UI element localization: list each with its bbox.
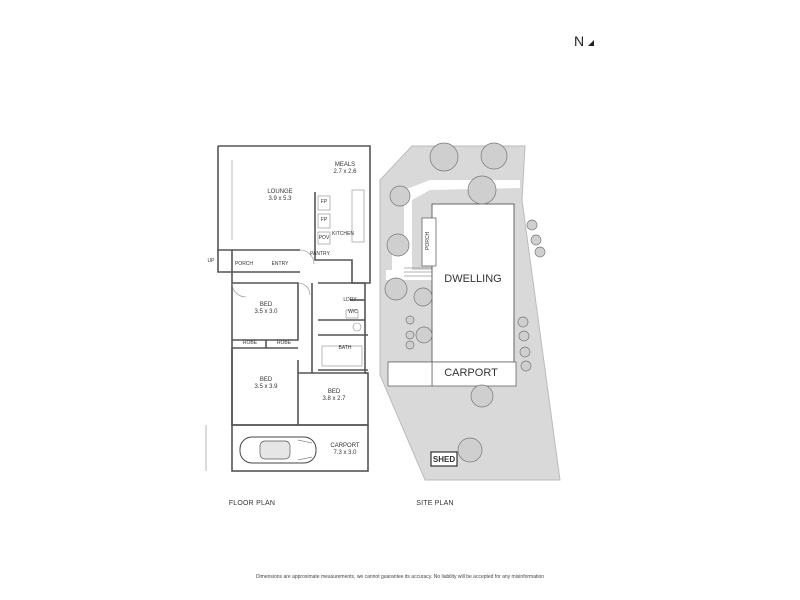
dwelling-outline [431,203,515,363]
trees [384,142,546,463]
tree-icon [457,437,483,463]
tree-icon [389,185,411,207]
north-arrow-icon [588,40,594,46]
room-carport: CARPORT 7.3 x 3.0 [323,443,367,457]
room-robe2-name: ROBE [276,340,292,346]
kitchen-bench [351,189,365,243]
driveway-path [392,180,520,270]
disclaimer-text: Dimensions are approximate measurements,… [255,574,545,580]
site-shed-label: SHED [432,455,456,464]
car-icon [239,436,317,464]
porch-wall [217,250,232,273]
site-dwelling-label: DWELLING [444,273,502,285]
room-fp2-name: FP [320,217,328,223]
tree-icon [386,233,410,257]
tree-icon [520,360,532,372]
site-steps [404,267,432,277]
tree-icon [518,330,530,342]
bed1-wall [232,282,299,341]
fridge-fp1 [317,195,331,211]
shed-outline [430,451,458,467]
room-up-name: UP [207,258,215,264]
door-swing-3 [297,282,311,296]
room-robe1-name: ROBE [242,340,258,346]
front-path [386,270,432,280]
room-porch-name: PORCH [234,261,254,267]
tree-icon [480,142,508,170]
tree-icon [530,234,542,246]
room-carport-name: CARPORT [330,443,360,449]
room-lounge: LOUNGE 3.9 x 5.3 [255,189,305,203]
carport-outline [231,424,369,472]
site-porch-outline [421,217,437,267]
tree-icon [429,142,459,172]
tree-icon [519,346,531,358]
tree-icon [470,384,494,408]
tree-icon [413,287,433,307]
tree-icon [384,277,408,301]
room-entry-name: ENTRY [271,261,289,267]
tree-icon [405,315,415,325]
room-meals-size: 2.7 x 2.6 [333,168,357,175]
ldry-tub [345,309,359,319]
tree-icon [405,330,415,340]
tree-icon [467,175,497,205]
toilet [352,322,362,332]
site-carport-label: CARPORT [444,367,498,379]
carport-slab [387,361,433,387]
site-porch-label: PORCH [425,231,432,250]
north-label: N [574,33,585,49]
room-bed1: BED 3.5 x 3.0 [246,302,286,316]
room-kitchen-name: KITCHEN [332,231,354,237]
tree-icon [534,246,546,258]
tree-icon [405,340,415,350]
room-bed2-size: 3.5 x 3.9 [254,383,278,390]
tree-icon [415,326,433,344]
room-lounge-name: LOUNGE [267,189,293,195]
room-meals-name: MEALS [334,162,356,168]
room-bed1-size: 3.5 x 3.0 [254,308,278,315]
room-bed3: BED 3.8 x 2.7 [314,389,354,403]
room-lounge-size: 3.9 x 5.3 [268,195,292,202]
room-fp1-name: FP [320,199,328,205]
tree-icon [526,219,538,231]
bath-tub [321,345,363,367]
room-bed3-size: 3.8 x 2.7 [322,395,346,402]
pov-box [317,231,331,245]
room-wc-name: W/C [348,309,358,315]
room-bed2: BED 3.5 x 3.9 [246,377,286,391]
room-pantry-name: PANTRY [310,251,330,257]
room-carport-size: 7.3 x 3.0 [333,449,357,456]
site-plan-caption: SITE PLAN [416,500,454,507]
door-swing-1 [299,249,315,265]
room-meals: MEALS 2.7 x 2.6 [320,162,370,176]
tree-icon [517,316,529,328]
room-pov-name: POV [318,235,330,241]
room-ldry-name: LDRY [343,297,357,303]
room-bath-name: BATH [338,345,352,351]
room-bed1-name: BED [259,302,273,308]
fridge-fp2 [317,213,331,229]
door-swing-2 [231,282,247,298]
room-bed2-name: BED [259,377,273,383]
room-bed3-name: BED [327,389,341,395]
floor-plan-caption: FLOOR PLAN [228,500,276,507]
